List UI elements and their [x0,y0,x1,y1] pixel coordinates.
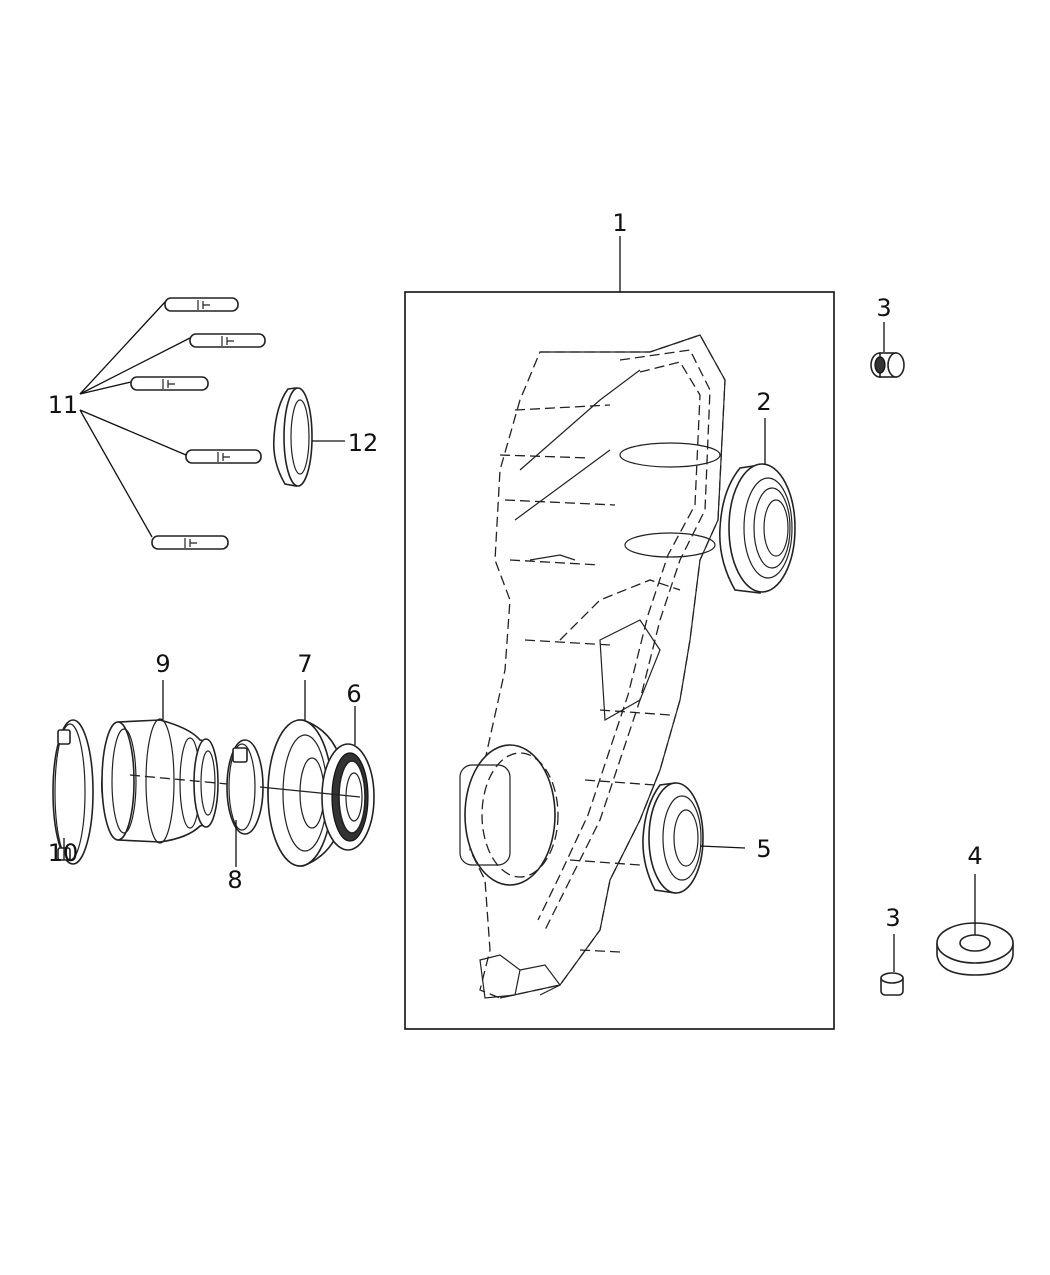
callout-4: 4 [967,842,982,870]
part-12-seal [272,387,345,487]
part-2-bearing [718,418,796,594]
callout-3-bottom: 3 [885,904,900,932]
part-3-bushing-top [870,322,905,378]
callout-5: 5 [756,835,771,863]
callout-6: 6 [346,680,361,708]
part-11-pins [79,297,266,550]
part-5-bearing [642,782,746,894]
part-7-cover [267,680,346,867]
callout-11: 11 [48,391,79,419]
part-9-boot [101,680,261,844]
part-3-bushing-bottom [880,934,904,996]
part-6-seal [259,706,375,851]
pin-1 [164,297,239,312]
part-4-washer [936,874,1014,976]
callout-1: 1 [612,209,627,237]
pin-3 [130,376,209,391]
callout-2: 2 [756,388,771,416]
pin-5 [151,535,229,550]
callout-3-top: 3 [876,294,891,322]
callout-7: 7 [297,650,312,678]
pin-4 [185,449,262,464]
callout-12: 12 [348,429,379,457]
pin-2 [189,333,266,348]
transfer-case-housing [459,334,726,999]
housing-frame-group [404,236,835,1030]
part-8-clamp [226,739,264,867]
part-10-clamp [52,719,94,865]
callout-10: 10 [48,839,79,867]
callout-8: 8 [227,866,242,894]
callout-9: 9 [155,650,170,678]
